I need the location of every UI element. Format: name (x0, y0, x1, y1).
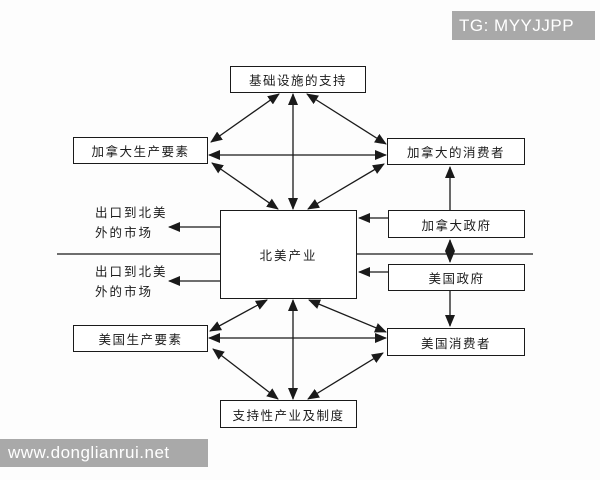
arrow-canada-factors-industry (211, 162, 279, 210)
label-export-upper-line2: 外的市场 (95, 226, 154, 240)
arrow-us-consumers-supporting (307, 352, 384, 400)
node-canada-consumers: 加拿大的消费者 (387, 138, 525, 165)
node-supporting-industries-institutions: 支持性产业及制度 (220, 400, 357, 428)
node-north-american-industry: 北美产业 (220, 210, 357, 299)
label-export-markets-lower: 出口到北美 外的市场 (95, 262, 168, 302)
arrow-infrastructure-canada-consumers (306, 93, 387, 145)
node-us-production-factors: 美国生产要素 (73, 325, 208, 352)
label-export-lower-line2: 外的市场 (95, 285, 154, 299)
arrow-canada-consumers-industry (307, 163, 385, 210)
node-infrastructure-support: 基础设施的支持 (230, 66, 366, 93)
node-canada-production-factors: 加拿大生产要素 (73, 137, 208, 164)
arrow-infrastructure-canada-factors (210, 93, 280, 143)
watermark-telegram: TG: MYYJJPP (452, 11, 595, 40)
arrow-industry-us-consumers (308, 299, 387, 333)
arrow-us-factors-supporting (212, 348, 279, 400)
node-us-consumers: 美国消费者 (387, 328, 525, 356)
arrow-industry-us-factors (209, 299, 268, 332)
label-export-markets-upper: 出口到北美 外的市场 (95, 203, 168, 243)
node-us-government: 美国政府 (388, 264, 525, 291)
node-canada-government: 加拿大政府 (388, 210, 525, 238)
label-export-upper-line1: 出口到北美 (95, 206, 168, 220)
watermark-website: www.donglianrui.net (0, 439, 208, 467)
label-export-lower-line1: 出口到北美 (95, 265, 168, 279)
